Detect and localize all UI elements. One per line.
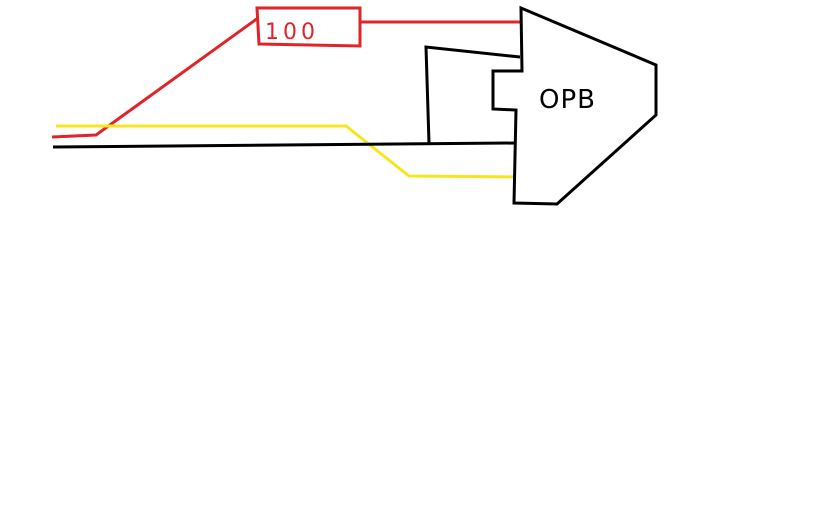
opb-component-body (491, 5, 658, 206)
black-feedback-wire (424, 45, 521, 144)
opb-component: OPB (491, 5, 658, 206)
black-wire (52, 141, 517, 149)
resistor-body (255, 6, 362, 48)
red-wire-left (51, 16, 259, 139)
resistor-value-label: 100 (265, 20, 319, 45)
opb-component-label: OPB (539, 85, 596, 115)
resistor: 100 (255, 6, 362, 48)
yellow-wire (56, 124, 517, 179)
